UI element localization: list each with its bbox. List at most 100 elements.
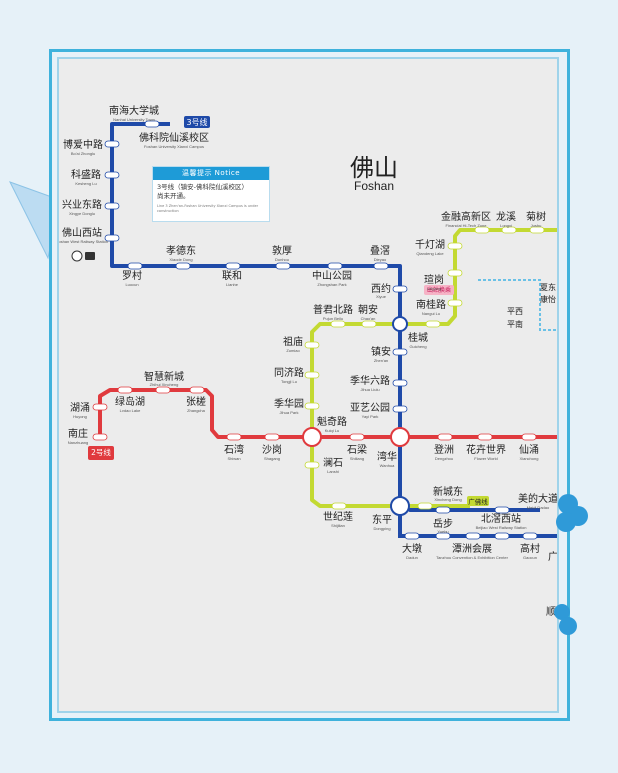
station-label: 岳步 (433, 518, 453, 530)
station-label: 科盛路 (71, 168, 101, 181)
station-label: 平西 (507, 307, 523, 316)
station-label: 北滘西站 (481, 512, 521, 525)
station-label-en: Yayi Park (362, 414, 379, 419)
station-label: 季华六路 (350, 374, 390, 387)
station-label: 季华园 (274, 397, 304, 410)
station-label: 敦厚 (272, 244, 292, 257)
station-label: 佛科院仙溪校区 (139, 131, 209, 144)
station-label: 花卉世界 (466, 443, 506, 456)
station-label-en: Wanhua (380, 463, 396, 468)
station-label-en: Zhongshan Park (317, 282, 346, 287)
station-label: 大墩 (402, 542, 422, 555)
notice-english: Line 3 Zhen'an-Foshan University Xianxi … (157, 204, 259, 213)
station-label-en: Xingye Donglu (69, 211, 95, 216)
station-label-en: Zhen'an (374, 358, 388, 363)
station-label: 仙涌 (519, 443, 539, 456)
station-label-en: Chao'an (361, 316, 376, 321)
map-inner-frame (57, 57, 559, 713)
station-label: 南桂路 (416, 298, 446, 311)
cloud-decoration (556, 494, 588, 532)
station-label-en: Leigang (427, 286, 441, 291)
station-label: 张槎 (186, 395, 206, 408)
station-label: 澜石 (323, 457, 343, 469)
station-label: 智慧新城 (144, 370, 184, 383)
station-label-en: Lanshi (327, 469, 339, 474)
line3-north-codes (127, 262, 389, 270)
notice-line-1: 3号线（镇安-佛科院仙溪校区） (157, 183, 248, 191)
station-label-en: Foshan West Railway Station (56, 239, 108, 244)
station-label-en: Shijilian (331, 523, 345, 528)
line3-west-codes (104, 120, 160, 242)
station-label-en: Xiyue (376, 294, 387, 299)
notice-title: 温馨提示 Notice (153, 167, 269, 180)
station-label: 普君北路 (313, 303, 353, 316)
interchange-wanhua[interactable] (390, 427, 410, 447)
station-label-en: Flower World (474, 456, 498, 461)
station-label: 罗村 (122, 269, 142, 282)
station-label: 镇安 (371, 345, 391, 358)
station-label: 广 (548, 551, 558, 563)
station-label: 美的大道 (518, 492, 558, 505)
station-label: 朝安 (358, 303, 378, 316)
station-label-en: Nanhai University Town (113, 117, 155, 122)
station-label-en: Nanzhuang (68, 440, 88, 445)
line3-vertical-codes (392, 285, 408, 413)
station-label: 沙岗 (262, 444, 282, 456)
exit-transfer-note (424, 285, 454, 295)
station-label-en: Foshan University Xianxi Campus (144, 144, 204, 149)
station-label-en: Dongping (373, 526, 390, 531)
station-label-en: Zhangcha (187, 408, 206, 413)
guangfo-badge (467, 496, 489, 506)
station-label-en: Dunhou (275, 257, 289, 262)
exit-transfer-note-label: 出站换乘 (427, 286, 451, 294)
station-label: 联和 (222, 270, 242, 282)
station-label: 孝德东 (166, 244, 196, 257)
station-label: 湾华 (377, 450, 397, 463)
interchange-guicheng[interactable] (392, 316, 408, 332)
station-label-en: Huyong (73, 414, 87, 419)
guangfo-badge-label: 广佛线 (468, 497, 488, 506)
station-label: 博爱中路 (63, 138, 103, 151)
station-label: 祖庙 (283, 335, 303, 348)
station-label-en: Tanzhou Convention & Exhibition Center (436, 555, 508, 560)
station-label-en: Pujun Beilu (323, 316, 343, 321)
city-title: 佛山 (350, 154, 398, 182)
station-label-en: Bo'ai Zhonglu (71, 151, 95, 156)
station-label: 千灯湖 (415, 239, 445, 251)
station-label-en: Xiaode Dong (169, 257, 192, 262)
station-label-en: Shagang (264, 456, 280, 461)
station-label-en: Kesheng Lu (75, 181, 96, 186)
station-label-en: Lianhe (226, 282, 239, 287)
station-label-en: Dadun (406, 555, 418, 560)
station-label-en: Jihua Liulu (360, 387, 379, 392)
station-label: 夏东 (540, 282, 556, 292)
station-label: 南庄 (68, 427, 88, 440)
station-label-en: Zumiao (286, 348, 300, 353)
station-label-en: Shiwan (227, 456, 240, 461)
station-label: 东平 (372, 513, 392, 526)
interchange-dongping[interactable] (390, 496, 410, 516)
station-label-en: Gaocun (523, 555, 537, 560)
line3-badge (184, 116, 210, 128)
station-label: 兴业东路 (62, 198, 102, 211)
station-label-en: Kuiqi Lu (325, 428, 339, 433)
station-label: 潭洲会展 (452, 542, 492, 555)
line3-badge-label: 3号线 (186, 117, 207, 127)
station-label-en: Jihua Park (280, 410, 299, 415)
station-label: 石梁 (347, 443, 367, 456)
station-label: 湖涌 (70, 402, 90, 414)
station-label-en: Guicheng (409, 344, 426, 349)
station-label-en: Nangui Lu (422, 311, 440, 316)
station-label: 菊树 (526, 210, 546, 223)
station-label: 高村 (520, 542, 540, 555)
station-label-en: Shiliang (350, 456, 364, 461)
notice-box: 温馨提示 Notice 3号线（镇安-佛科院仙溪校区） 尚未开通。 Line 3… (152, 166, 270, 222)
station-label-en: Xianchong (520, 456, 539, 461)
station-label-en: Longxi (500, 223, 512, 228)
station-label: 新城东 (433, 485, 463, 498)
notice-line-2: 尚未开通。 (157, 192, 190, 200)
station-label: 瑄岗 (424, 273, 444, 286)
interchange-kuiqilu[interactable] (302, 427, 322, 447)
station-labels: 南海大学城 Nanhai University Town 佛科院仙溪校区 Fos… (56, 104, 558, 618)
